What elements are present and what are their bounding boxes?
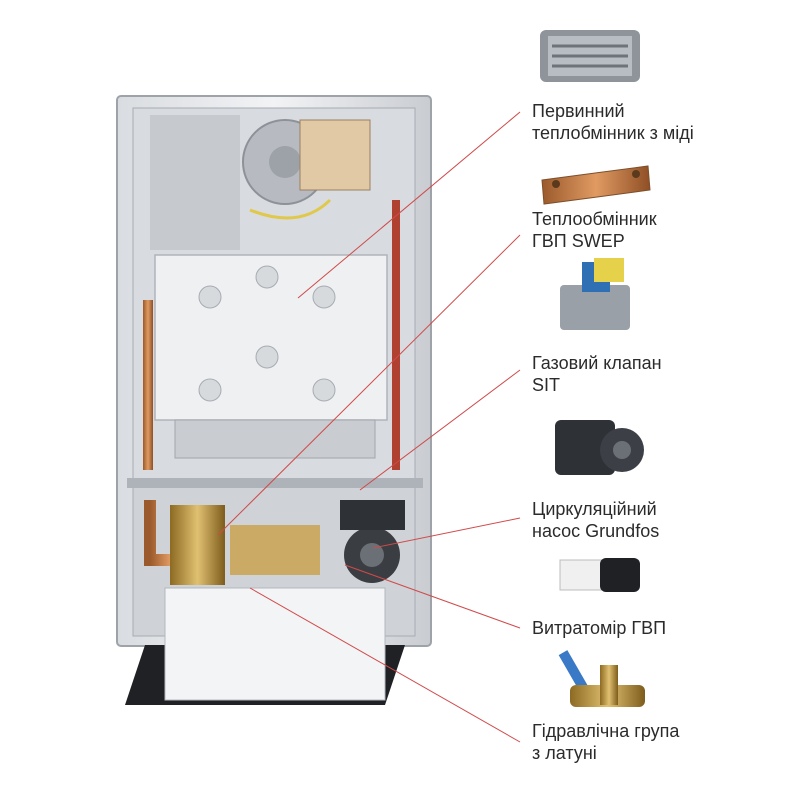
leader-line-heat-exchanger (297, 111, 521, 299)
callout-pump: Циркуляційний насос Grundfos (532, 498, 782, 542)
callout-gas-valve-line2: SIT (532, 375, 561, 395)
callout-dhw-exchanger-line1: Теплообмінник (532, 209, 657, 229)
gas-valve-icon (560, 258, 630, 330)
callout-flowmeter-line1: Витратомір ГВП (532, 618, 667, 638)
combustion-chamber (154, 254, 388, 459)
leader-line-flowmeter (344, 564, 521, 629)
circulation-pump-icon (555, 420, 644, 475)
leader-lines (217, 111, 521, 743)
leader-line-hydraulic-group (249, 587, 521, 743)
callout-heat-exchanger-line1: Первинний (532, 101, 625, 121)
copper-heat-exchanger-icon (540, 30, 640, 82)
callout-pump-line1: Циркуляційний (532, 499, 657, 519)
flowmeter-icon (559, 558, 640, 592)
control-box (125, 587, 405, 705)
brass-hydraulic-group-icon (558, 650, 645, 707)
callout-gas-valve-line1: Газовий клапан (532, 353, 662, 373)
callout-gas-valve: Газовий клапан SIT (532, 352, 782, 396)
fan-assembly (150, 115, 371, 250)
callout-pump-line2: насос Grundfos (532, 521, 660, 541)
callout-hydraulic-group-line2: з латуні (532, 743, 597, 763)
leader-line-dhw-exchanger (217, 234, 521, 536)
callout-flowmeter: Витратомір ГВП (532, 617, 782, 639)
callout-hydraulic-group-line1: Гідравлічна група (532, 721, 680, 741)
callout-dhw-exchanger-line2: ГВП SWEP (532, 231, 625, 251)
callout-heat-exchanger: Первинний теплобмінник з міді (532, 100, 782, 144)
hydraulic-area (170, 500, 405, 585)
callout-hydraulic-group: Гідравлічна група з латуні (532, 720, 782, 764)
leader-line-pump (372, 517, 521, 549)
callout-heat-exchanger-line2: теплобмінник з міді (532, 123, 694, 143)
leader-line-gas-valve (359, 369, 521, 491)
plate-heat-exchanger-icon (541, 165, 651, 205)
callout-dhw-exchanger: Теплообмінник ГВП SWEP (532, 208, 782, 252)
